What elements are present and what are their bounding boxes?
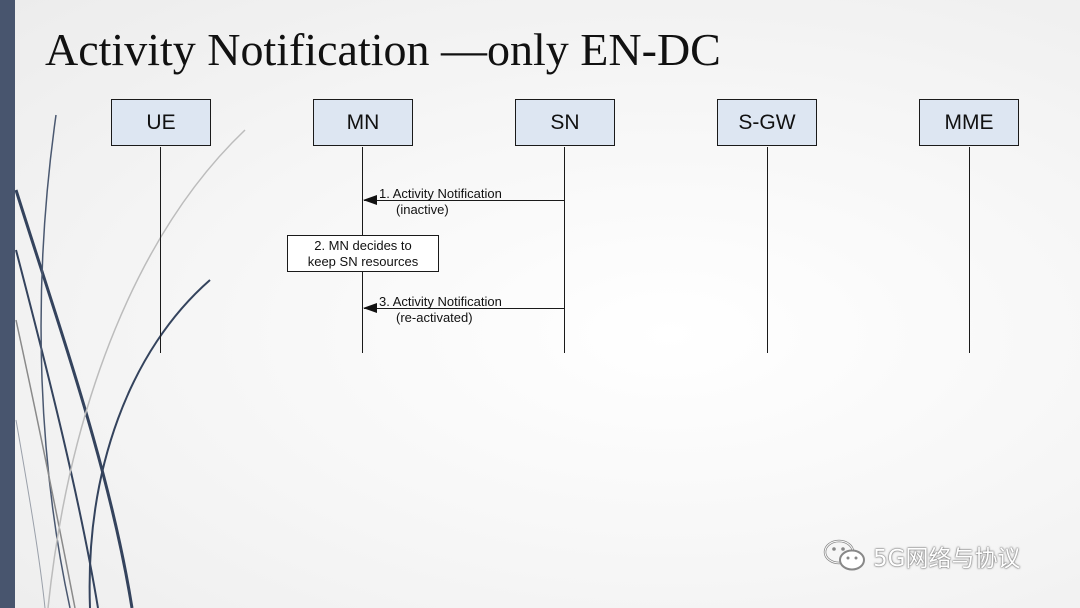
arrowhead-icon	[363, 303, 377, 313]
message-3-state: (re-activated)	[396, 310, 473, 325]
step-2-line-1: 2. MN decides to	[314, 238, 412, 253]
message-1-title: 1. Activity Notification	[379, 186, 502, 201]
lifeline-mme	[969, 147, 970, 353]
message-3-label: 3. Activity Notification (re-activated)	[379, 294, 502, 326]
slide-title: Activity Notification —only EN-DC	[45, 24, 721, 75]
message-1-state: (inactive)	[396, 202, 449, 217]
entity-ue: UE	[111, 99, 211, 146]
decorative-curves	[14, 114, 246, 608]
message-3-title: 3. Activity Notification	[379, 294, 502, 309]
lifeline-ue	[160, 147, 161, 353]
left-accent-bar	[0, 0, 15, 608]
lifeline-sn	[564, 147, 565, 353]
arrowhead-icon	[363, 195, 377, 205]
entity-mn: MN	[313, 99, 413, 146]
wechat-icon	[823, 539, 865, 571]
watermark: 5G网络与协议	[823, 538, 1020, 574]
entity-sgw: S-GW	[717, 99, 817, 146]
message-1-label: 1. Activity Notification (inactive)	[379, 186, 502, 218]
message-1-arrow	[364, 200, 564, 201]
entity-mme: MME	[919, 99, 1019, 146]
lifeline-sgw	[767, 147, 768, 353]
step-2-line-2: keep SN resources	[307, 254, 419, 269]
entity-sn: SN	[515, 99, 615, 146]
step-2-box: 2. MN decides to keep SN resources	[287, 235, 439, 272]
watermark-text: 5G网络与协议	[873, 546, 1021, 572]
message-3-arrow	[364, 308, 564, 309]
